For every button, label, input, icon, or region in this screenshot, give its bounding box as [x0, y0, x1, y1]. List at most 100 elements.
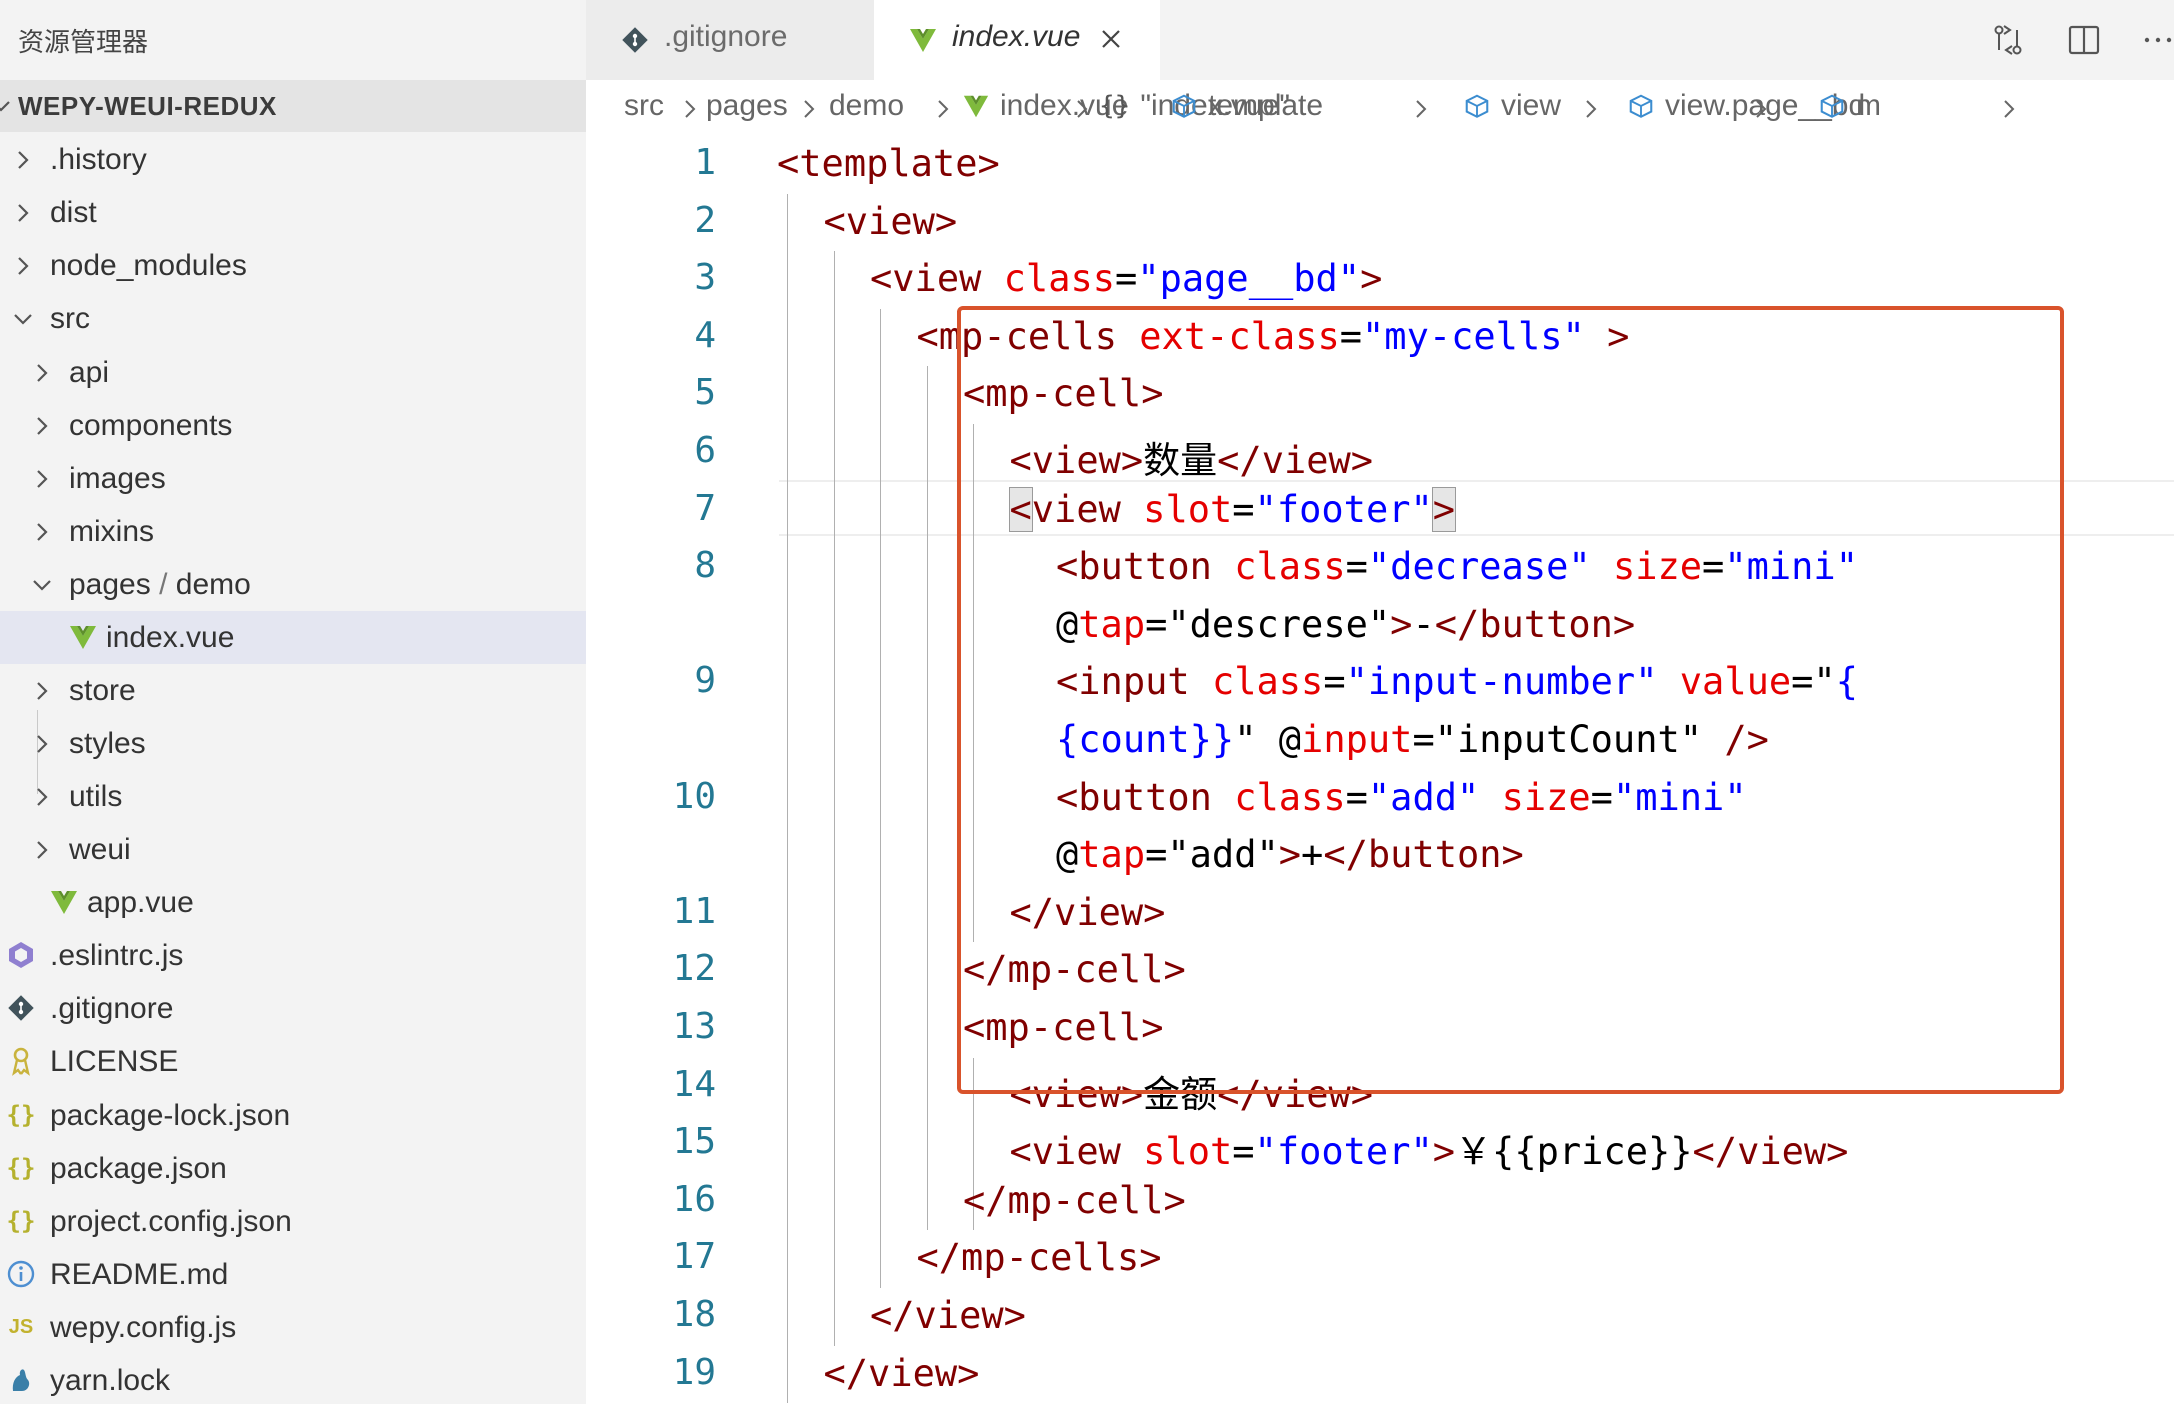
line-number: 2	[694, 199, 716, 241]
json-file-icon: {}	[6, 1207, 36, 1235]
chevron-right-icon[interactable]	[10, 253, 36, 279]
chevron-right-icon	[1756, 100, 1767, 118]
tree-item[interactable]: utils	[0, 770, 586, 823]
close-icon[interactable]	[1096, 24, 1126, 54]
tree-item[interactable]: dist	[0, 186, 586, 239]
tree-item-label: mixins	[69, 515, 154, 549]
tree-item-name: images	[69, 462, 166, 495]
code-token: >	[1360, 257, 1383, 301]
tree-item-label: api	[69, 356, 109, 390]
code-token: @	[1056, 602, 1079, 646]
line-number: 19	[672, 1351, 716, 1393]
project-header[interactable]: WEPY-WEUI-REDUX	[0, 80, 586, 132]
code-line: <button class="decrease" size="mini"	[1056, 545, 1858, 588]
code-token: "footer"	[1254, 1130, 1433, 1174]
tree-item[interactable]: styles	[0, 717, 586, 770]
tree-item[interactable]: {}package.json	[0, 1142, 586, 1195]
tree-item[interactable]: index.vue	[0, 611, 586, 664]
tree-item[interactable]: components	[0, 399, 586, 452]
breadcrumb-label: src	[624, 89, 664, 122]
tree-item-name: api	[69, 356, 110, 389]
code-token: {count}}	[1056, 718, 1235, 761]
breadcrumb-label: m	[1856, 89, 1881, 122]
code-line: <view>数量</view>	[1010, 430, 1374, 484]
code-token: <mp-cell>	[963, 1006, 1164, 1049]
line-number: 10	[672, 775, 716, 817]
breadcrumb-item[interactable]: view	[1463, 89, 1561, 123]
code-line: </mp-cell>	[963, 1179, 1186, 1222]
tree-item-name: dist	[50, 196, 97, 229]
code-token: "footer"	[1254, 487, 1433, 531]
tree-item[interactable]: LICENSE	[0, 1035, 586, 1088]
chevron-right-icon[interactable]	[29, 519, 55, 545]
chevron-right-icon[interactable]	[10, 147, 36, 173]
tree-item-label: yarn.lock	[50, 1364, 170, 1398]
tab-gitignore[interactable]: .gitignore	[586, 0, 874, 80]
chevron-right-icon[interactable]	[10, 200, 36, 226]
annotation-highlight-box	[957, 306, 2064, 1094]
breadcrumb-item[interactable]: demo	[829, 89, 904, 123]
breadcrumb-item[interactable]: {}"index.vue"	[1099, 89, 1290, 123]
code-token: <view>	[1009, 1072, 1144, 1116]
tree-item[interactable]: .gitignore	[0, 982, 586, 1035]
vue-file-icon	[49, 887, 79, 917]
tab-index-vue[interactable]: index.vue	[874, 0, 1160, 80]
line-number: 12	[672, 948, 716, 990]
tree-item-label: wepy.config.js	[50, 1311, 236, 1345]
indent-guide	[973, 1057, 974, 1231]
breadcrumb-item[interactable]: index.vue	[962, 89, 1128, 123]
tree-item[interactable]: api	[0, 346, 586, 399]
breadcrumb-item[interactable]: src	[624, 89, 664, 123]
line-number: 7	[694, 487, 716, 529]
code-line: <view slot="footer">￥{{price}}</view>	[1010, 1121, 1849, 1175]
tree-item[interactable]: node_modules	[0, 239, 586, 292]
tree-item[interactable]: app.vue	[0, 876, 586, 929]
chevron-right-icon[interactable]	[29, 360, 55, 386]
tree-item-name: node_modules	[50, 249, 247, 282]
indent-guide	[880, 308, 881, 1288]
chevron-right-icon[interactable]	[29, 466, 55, 492]
tree-item[interactable]: pages / demo	[0, 558, 586, 611]
chevron-down-icon[interactable]	[10, 306, 36, 332]
tree-item[interactable]: .history	[0, 133, 586, 186]
tree-item[interactable]: {}project.config.json	[0, 1195, 586, 1248]
chevron-right-icon[interactable]	[29, 413, 55, 439]
info-file-icon	[6, 1259, 36, 1289]
breadcrumb-item[interactable]: m	[1818, 89, 1881, 123]
symbol-structure-icon	[1818, 92, 1846, 120]
code-token: </mp-cell>	[963, 948, 1186, 992]
split-editor-icon[interactable]	[2066, 22, 2102, 58]
code-token: >	[1390, 602, 1413, 646]
current-line-highlight	[779, 480, 2174, 536]
tree-item[interactable]: README.md	[0, 1248, 586, 1301]
chevron-right-icon[interactable]	[29, 731, 55, 757]
tree-item[interactable]: images	[0, 452, 586, 505]
chevron-right-icon[interactable]	[29, 678, 55, 704]
tree-item[interactable]: mixins	[0, 505, 586, 558]
tree-item[interactable]: weui	[0, 823, 586, 876]
code-token: 数量	[1143, 439, 1218, 482]
tree-item[interactable]: store	[0, 664, 586, 717]
more-actions-icon[interactable]	[2140, 22, 2174, 58]
code-token: =	[1345, 775, 1368, 819]
chevron-right-icon[interactable]	[29, 784, 55, 810]
chevron-down-icon[interactable]	[29, 572, 55, 598]
code-token: </button>	[1434, 602, 1636, 646]
tree-item[interactable]: {}package-lock.json	[0, 1089, 586, 1142]
tree-item[interactable]: yarn.lock	[0, 1354, 586, 1404]
json-file-icon: {}	[6, 1101, 36, 1129]
breadcrumb-item[interactable]: pages	[706, 89, 788, 123]
code-token: "input-number"	[1345, 660, 1658, 704]
chevron-right-icon[interactable]	[29, 837, 55, 863]
tree-item[interactable]: src	[0, 292, 586, 345]
json-file-icon: {}	[6, 1154, 36, 1182]
vue-file-icon	[68, 622, 98, 652]
tree-item[interactable]: .eslintrc.js	[0, 929, 586, 982]
compare-changes-icon[interactable]	[1990, 22, 2026, 58]
code-token: "page__bd"	[1137, 257, 1361, 301]
code-line: <input class="input-number" value="{	[1056, 660, 1858, 703]
breadcrumb-item[interactable]: template	[1170, 89, 1323, 123]
tree-item-name: components	[69, 409, 233, 442]
